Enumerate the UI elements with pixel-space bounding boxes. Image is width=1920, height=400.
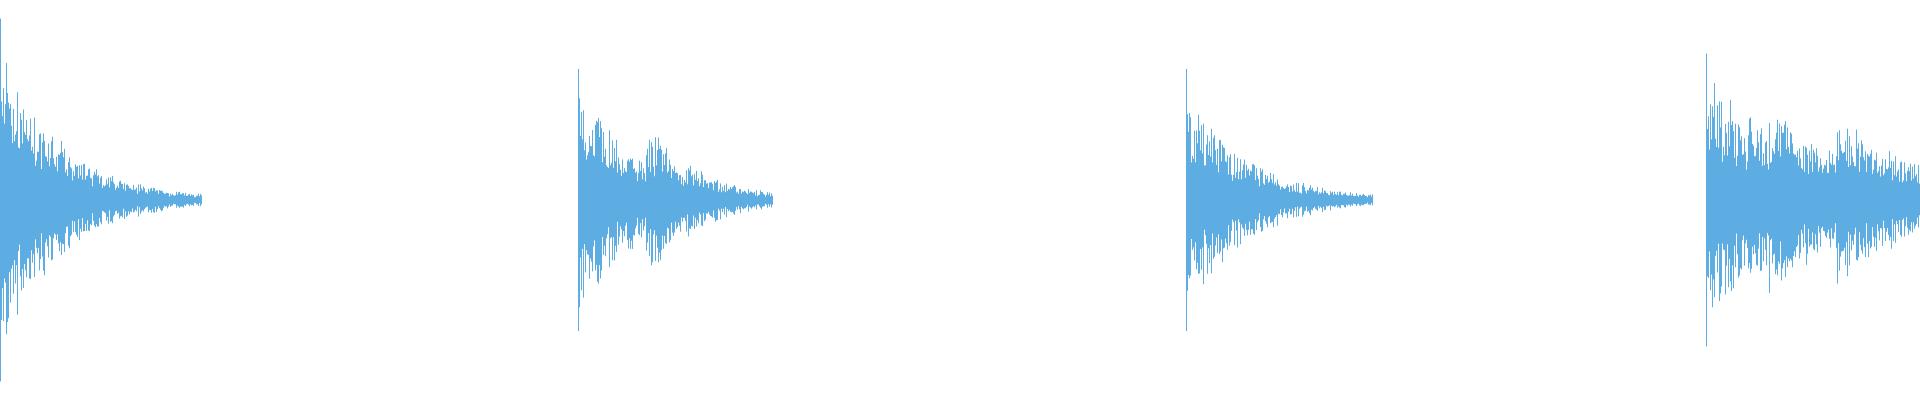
waveform-hits: [0, 18, 1920, 382]
waveform-hit-2: [578, 68, 773, 332]
waveform-hit-path: [578, 68, 773, 332]
waveform-hit-4: [1706, 53, 1920, 347]
waveform-hit-path: [1706, 53, 1920, 347]
waveform-hit-path: [0, 18, 202, 382]
waveform-hit-3: [1186, 68, 1373, 332]
waveform-hit-path: [1186, 68, 1373, 332]
waveform-hit-1: [0, 18, 202, 382]
